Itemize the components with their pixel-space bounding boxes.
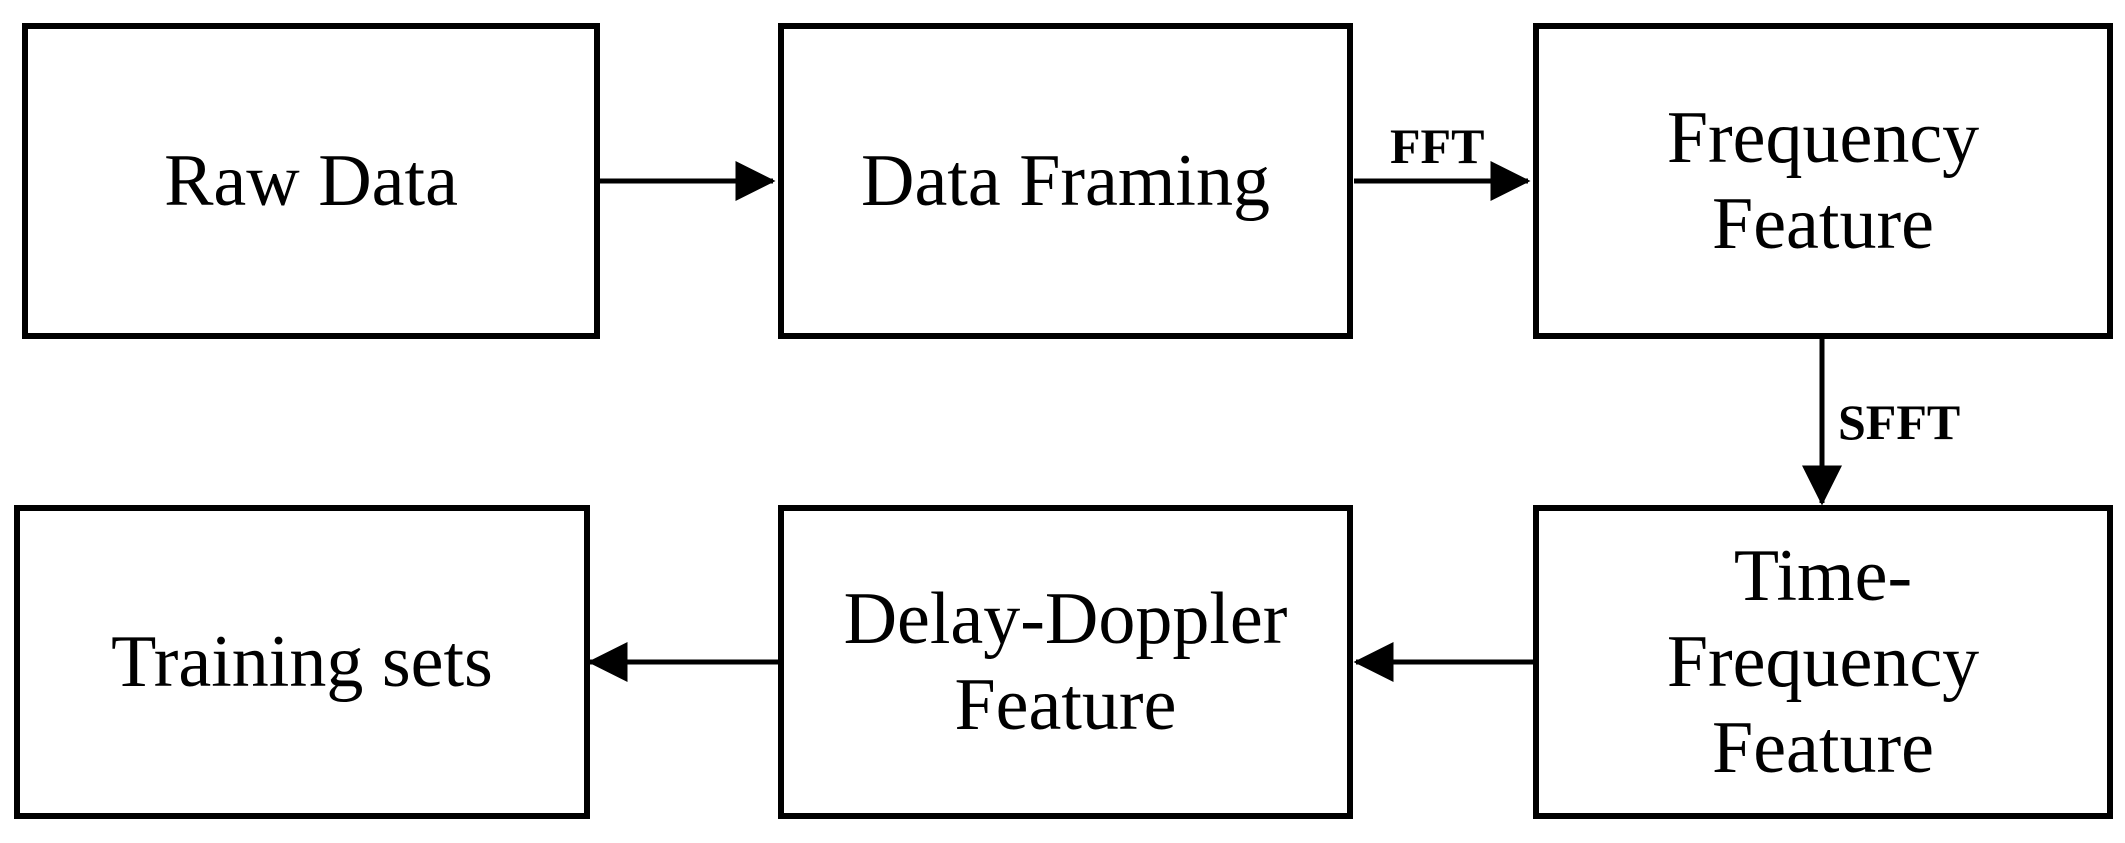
- node-data-framing-label: Data Framing: [861, 140, 1270, 222]
- node-delay-doppler-feature: Delay-Doppler Feature: [778, 505, 1353, 819]
- node-training-sets: Training sets: [14, 505, 590, 819]
- node-frequency-feature-label: Frequency Feature: [1666, 97, 1980, 265]
- node-raw-data-label: Raw Data: [164, 140, 458, 222]
- node-delay-doppler-feature-label: Delay-Doppler Feature: [843, 578, 1288, 746]
- node-raw-data: Raw Data: [22, 23, 600, 339]
- node-data-framing: Data Framing: [778, 23, 1353, 339]
- node-time-frequency-feature: Time- Frequency Feature: [1533, 505, 2113, 819]
- edge-label-fft: FFT: [1390, 118, 1485, 174]
- node-training-sets-label: Training sets: [111, 621, 493, 703]
- node-time-frequency-feature-label: Time- Frequency Feature: [1666, 535, 1980, 789]
- node-frequency-feature: Frequency Feature: [1533, 23, 2113, 339]
- edge-label-sfft: SFFT: [1838, 394, 1961, 450]
